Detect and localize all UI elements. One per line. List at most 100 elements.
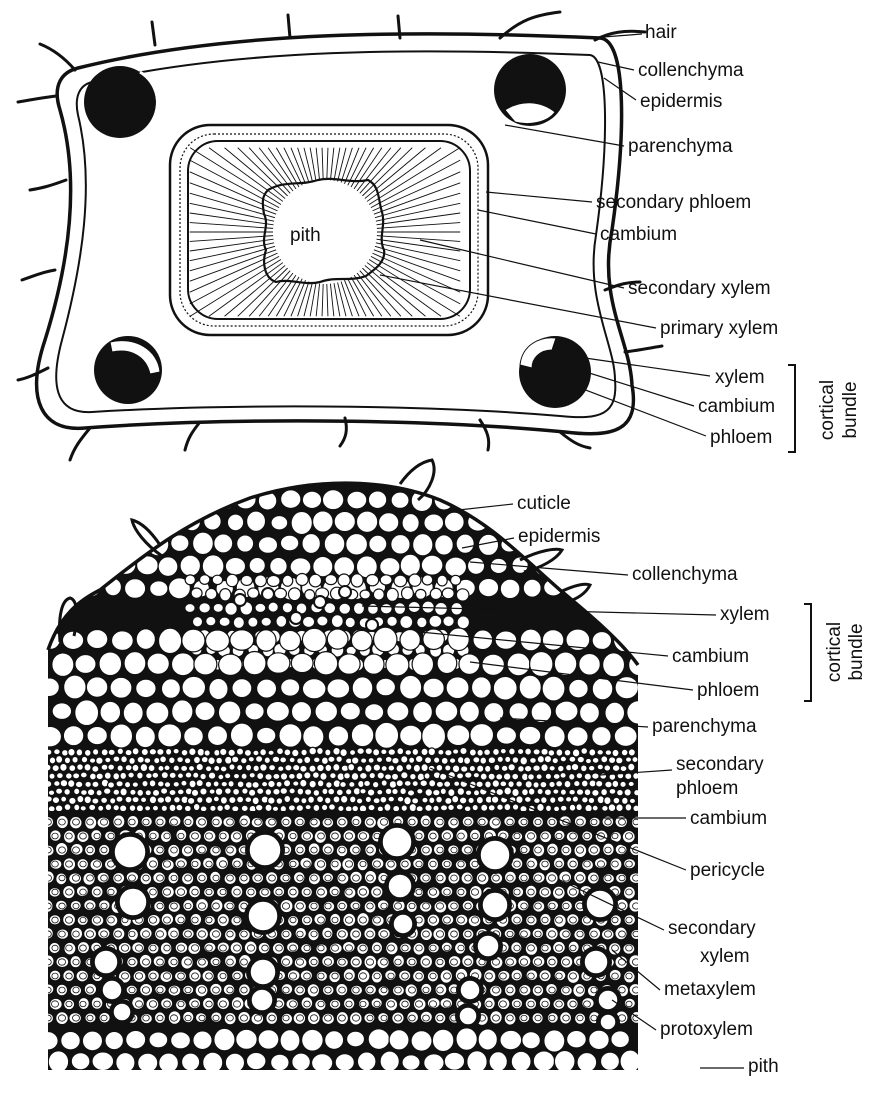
phloem-cell bbox=[480, 773, 487, 780]
phloem-cell bbox=[125, 749, 132, 755]
bundle-xylem-vessel bbox=[290, 612, 302, 624]
xylem-cell bbox=[245, 887, 257, 898]
phloem-cell bbox=[367, 789, 374, 796]
phloem-cell bbox=[113, 756, 120, 762]
phloem-cell bbox=[545, 805, 551, 812]
bundle-cell bbox=[345, 617, 355, 627]
xylem-cell bbox=[560, 1012, 572, 1024]
phloem-cell bbox=[424, 757, 431, 764]
xylem-cell bbox=[287, 830, 298, 842]
pith-cell bbox=[500, 1030, 522, 1049]
phloem-cell bbox=[404, 780, 411, 786]
pith-cell bbox=[149, 1032, 168, 1048]
phloem-cell bbox=[233, 788, 240, 795]
xylem-cell bbox=[371, 886, 383, 899]
xylem-cell bbox=[574, 844, 587, 858]
xylem-cell bbox=[622, 830, 635, 843]
bundle-cell bbox=[429, 615, 442, 627]
phloem-cell bbox=[313, 804, 320, 811]
xylem-cell bbox=[350, 928, 362, 941]
phloem-cell bbox=[69, 765, 76, 772]
pith-cell bbox=[467, 1051, 487, 1073]
phloem-cell bbox=[464, 757, 471, 765]
pith-cell bbox=[92, 1052, 114, 1071]
phloem-cell bbox=[621, 749, 628, 756]
phloem-cell bbox=[349, 782, 355, 788]
xylem-cell bbox=[511, 913, 523, 925]
xylem-cell bbox=[547, 843, 559, 856]
phloem-cell bbox=[200, 773, 206, 779]
parenchyma-cell bbox=[569, 679, 589, 698]
collenchyma-cell bbox=[61, 534, 81, 552]
bundle-cell bbox=[437, 575, 447, 586]
phloem-cell bbox=[537, 788, 543, 794]
phloem-cell bbox=[440, 788, 446, 795]
bundle-cell bbox=[417, 617, 427, 628]
parenchyma-cell bbox=[328, 726, 348, 746]
phloem-cell bbox=[74, 788, 80, 795]
phloem-cell bbox=[309, 747, 317, 755]
xylem-cell bbox=[364, 955, 377, 969]
collenchyma-cell bbox=[413, 534, 433, 556]
collenchyma-cell bbox=[467, 557, 484, 574]
xylem-cell bbox=[574, 929, 586, 940]
phloem-cell bbox=[289, 773, 296, 779]
xylem-cell bbox=[127, 956, 139, 967]
parenchyma-cell bbox=[470, 723, 494, 746]
phloem-cell bbox=[252, 797, 259, 805]
xylem-cell bbox=[84, 928, 97, 940]
bundle-cell bbox=[213, 603, 223, 612]
xylem-cell bbox=[50, 830, 62, 842]
label-bundle-xylem: xylem bbox=[715, 367, 765, 388]
phloem-cell bbox=[197, 748, 204, 756]
phloem-cell bbox=[365, 748, 372, 755]
phloem-cell bbox=[602, 805, 609, 811]
phloem-cell bbox=[365, 764, 372, 772]
phloem-cell bbox=[348, 764, 355, 771]
phloem-cell bbox=[224, 804, 231, 811]
phloem-cell bbox=[588, 765, 594, 771]
phloem-cell bbox=[288, 805, 295, 811]
phloem-cell bbox=[313, 790, 320, 797]
phloem-cell bbox=[420, 780, 427, 787]
cortical-bundle-bracket bbox=[788, 365, 795, 452]
phloem-cell bbox=[592, 757, 599, 763]
xylem-cell bbox=[155, 816, 167, 827]
collenchyma-cell bbox=[291, 511, 312, 534]
phloem-cell bbox=[361, 758, 367, 763]
phloem-cell bbox=[265, 773, 272, 780]
xylem-cell bbox=[41, 816, 53, 827]
phloem-cell bbox=[454, 781, 460, 786]
phloem-cell bbox=[584, 789, 591, 796]
parenchyma-cell bbox=[206, 630, 230, 651]
xylem-vessel bbox=[249, 834, 281, 866]
phloem-cell bbox=[265, 789, 272, 796]
phloem-cell bbox=[278, 766, 284, 772]
collenchyma-cell bbox=[270, 557, 288, 575]
xylem-ray bbox=[330, 148, 333, 181]
phloem-cell bbox=[560, 773, 566, 779]
phloem-cell bbox=[113, 805, 119, 811]
phloem-cell bbox=[74, 804, 80, 811]
xylem-cell bbox=[462, 929, 474, 940]
phloem-cell bbox=[381, 749, 387, 755]
parenchyma-cell bbox=[363, 654, 384, 674]
parenchyma-cell bbox=[605, 702, 625, 723]
phloem-cell bbox=[132, 764, 139, 771]
phloem-cell bbox=[260, 749, 267, 756]
pith-cell bbox=[380, 1051, 399, 1071]
phloem-cell bbox=[213, 781, 219, 787]
phloem-cell bbox=[508, 764, 515, 771]
phloem-cell bbox=[433, 805, 439, 811]
phloem-cell bbox=[60, 779, 68, 786]
phloem-cell bbox=[491, 796, 498, 803]
collenchyma-cell bbox=[227, 514, 243, 531]
phloem-cell bbox=[101, 797, 108, 803]
xylem-cell bbox=[168, 844, 180, 857]
collenchyma-cell bbox=[202, 555, 224, 578]
phloem-cell bbox=[321, 757, 328, 764]
bundle-cell bbox=[185, 604, 195, 613]
phloem-cell bbox=[397, 796, 404, 802]
phloem-cell bbox=[384, 804, 391, 812]
phloem-cell bbox=[617, 789, 624, 795]
